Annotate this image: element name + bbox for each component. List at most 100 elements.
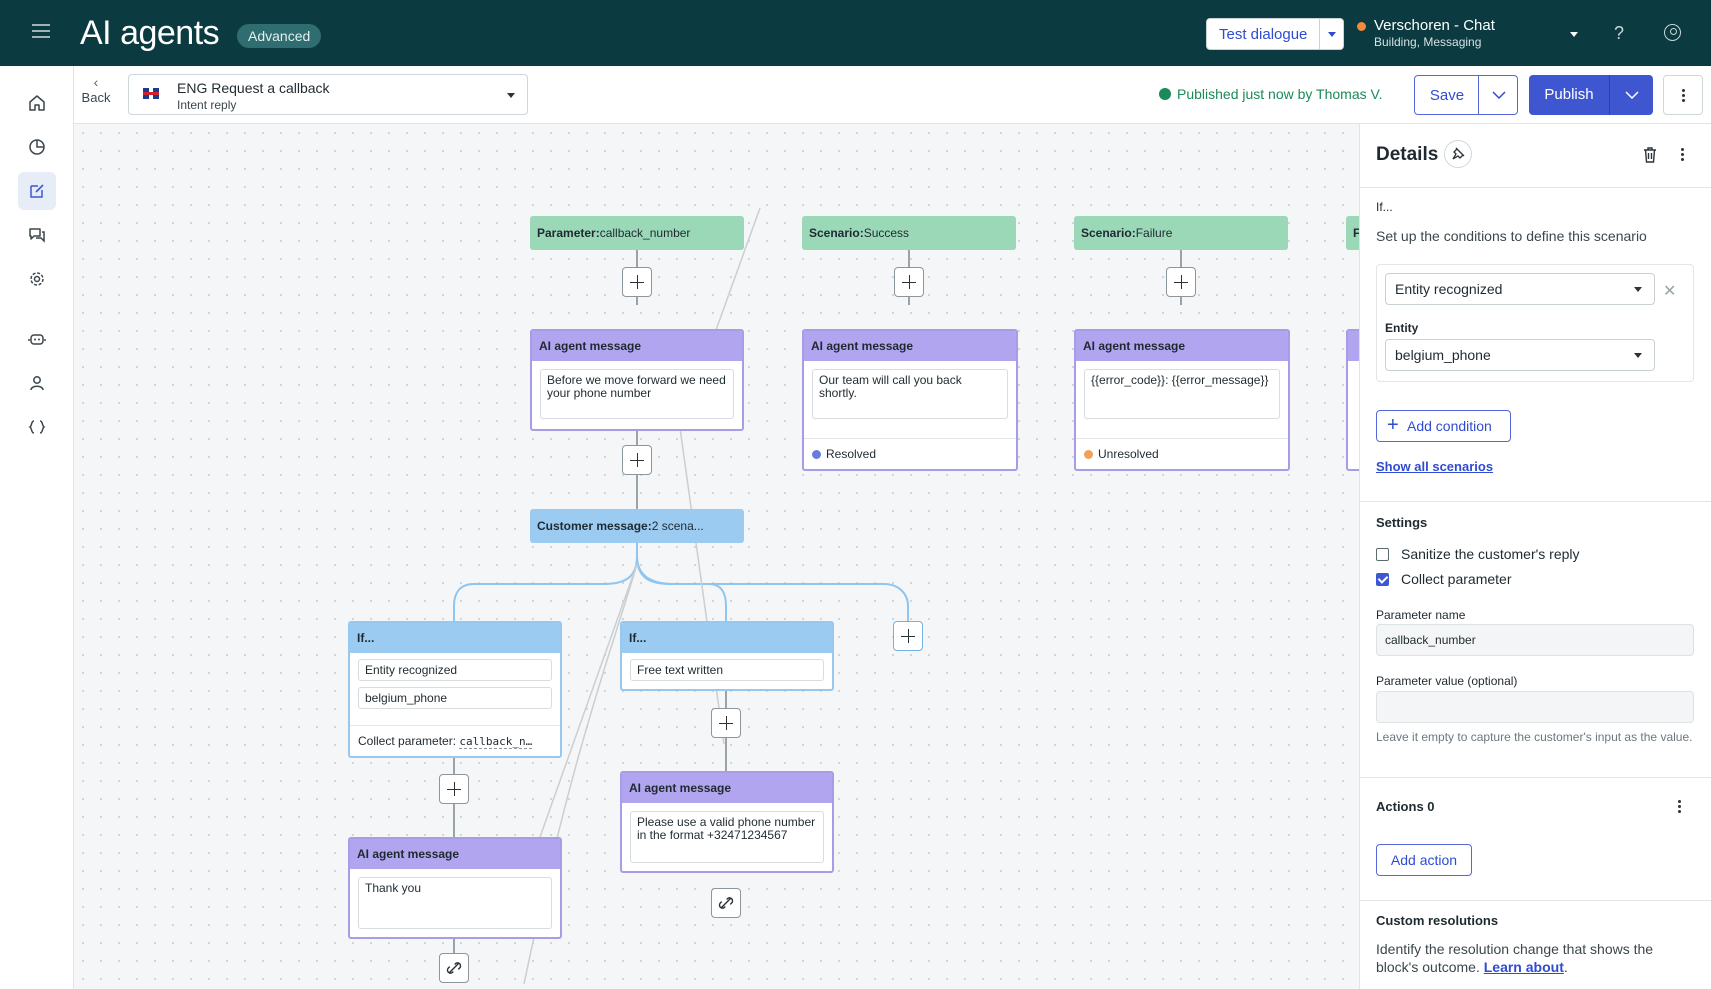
status-label: Resolved [826, 447, 877, 461]
help-icon[interactable]: ? [1614, 23, 1625, 43]
chevron-down-icon [1634, 353, 1642, 358]
add-step-button[interactable] [711, 708, 741, 738]
trash-icon[interactable] [1643, 147, 1657, 163]
message-text: Thank you [358, 877, 552, 929]
add-step-button[interactable] [439, 774, 469, 804]
sanitize-label: Sanitize the customer's reply [1401, 546, 1580, 562]
agent-message-node[interactable]: AI agent message Our team will call you … [802, 329, 1018, 471]
pin-button[interactable] [1444, 140, 1472, 168]
agent-message-node[interactable]: AI agent message {{error_code}}: {{error… [1074, 329, 1290, 471]
panel-more-icon[interactable] [1681, 153, 1684, 156]
status-label: Unresolved [1098, 447, 1159, 461]
condition-node[interactable]: If... Entity recognized belgium_phone Co… [348, 621, 562, 758]
publish-button[interactable]: Publish [1529, 75, 1653, 115]
nav-analytics[interactable] [18, 128, 56, 166]
settings-label: Settings [1376, 515, 1428, 530]
agent-message-node[interactable]: AI agent message Before we move forward … [530, 329, 744, 431]
nav-contacts[interactable] [18, 364, 56, 402]
save-dropdown[interactable] [1478, 76, 1518, 114]
node-title: AI agent message [532, 331, 742, 361]
nav-settings[interactable] [18, 260, 56, 298]
divider [1360, 777, 1711, 778]
back-button[interactable]: ‹ Back [78, 74, 114, 105]
panel-title: Details [1376, 144, 1439, 165]
condition-field: belgium_phone [358, 687, 552, 709]
scenario-partial-node[interactable]: F [1346, 216, 1359, 250]
node-title: AI agent message [804, 331, 1016, 361]
nav-home[interactable] [18, 84, 56, 122]
custom-resolutions-desc: Identify the resolution change that show… [1376, 941, 1654, 975]
jump-link-button[interactable] [711, 888, 741, 918]
actions-label: Actions 0 [1376, 799, 1435, 814]
parameter-value-label: Parameter value (optional) [1376, 674, 1518, 688]
add-step-button[interactable] [622, 267, 652, 297]
nav-edit[interactable] [18, 172, 56, 210]
test-dialogue-button[interactable]: Test dialogue [1206, 18, 1344, 50]
user-account-icon[interactable] [1664, 24, 1681, 41]
add-condition-button[interactable]: Add condition [1376, 410, 1511, 442]
message-text: {{error_code}}: {{error_message}} [1084, 369, 1280, 419]
add-step-button[interactable] [894, 267, 924, 297]
condition-type-select[interactable]: Entity recognized [1385, 273, 1655, 305]
custom-resolutions-text: Identify the resolution change that show… [1376, 941, 1654, 975]
chevron-left-icon: ‹ [93, 74, 99, 90]
actions-more-icon[interactable] [1678, 805, 1681, 808]
condition-field: Entity recognized [358, 659, 552, 681]
parameter-node[interactable]: Parameter:callback_number [530, 216, 744, 250]
agent-message-node-partial[interactable] [1346, 329, 1359, 471]
remove-condition-icon[interactable]: ✕ [1663, 283, 1677, 300]
agent-message-node[interactable]: AI agent message Thank you [348, 837, 562, 939]
parameter-name-input[interactable]: callback_number [1376, 624, 1694, 656]
resolution-status: Unresolved [1076, 438, 1288, 469]
scenario-failure-node[interactable]: Scenario:Failure [1074, 216, 1288, 250]
nav-code[interactable] [18, 408, 56, 446]
robot-icon [28, 334, 46, 345]
flow-canvas[interactable]: Parameter:callback_number Scenario:Succe… [74, 124, 1359, 989]
scenario-success-node[interactable]: Scenario:Success [802, 216, 1016, 250]
parameter-value-input[interactable] [1376, 691, 1694, 723]
customer-message-node[interactable]: Customer message:2 scena... [530, 509, 744, 543]
collect-label: Collect parameter [1401, 571, 1512, 587]
node-type-label: Customer message: [537, 519, 652, 533]
workspace-name[interactable]: Verschoren - Chat [1374, 17, 1495, 34]
node-title: AI agent message [1076, 331, 1288, 361]
broken-link-icon [718, 897, 734, 909]
node-type-label: Scenario: [809, 226, 864, 240]
learn-about-link[interactable]: Learn about [1483, 959, 1564, 975]
parameter-value-hint: Leave it empty to capture the customer's… [1376, 730, 1693, 744]
if-section-label: If... [1376, 200, 1393, 214]
add-scenario-button[interactable] [893, 621, 923, 651]
condition-node[interactable]: If... Free text written [620, 621, 834, 691]
nav-bot[interactable] [18, 320, 56, 358]
add-step-button[interactable] [622, 445, 652, 475]
workspace-chevron-down-icon[interactable] [1570, 32, 1578, 37]
collect-checkbox[interactable] [1376, 573, 1389, 586]
top-header: AI agents Advanced Test dialogue Verscho… [0, 0, 1711, 66]
intent-selector[interactable]: ENG Request a callback Intent reply [128, 74, 528, 115]
collect-checkbox-row[interactable]: Collect parameter [1376, 571, 1512, 587]
save-button[interactable]: Save [1414, 75, 1518, 115]
entity-select[interactable]: belgium_phone [1385, 339, 1655, 371]
publish-label: Publish [1544, 86, 1594, 103]
more-options-button[interactable] [1663, 75, 1703, 115]
add-action-button[interactable]: Add action [1376, 844, 1472, 876]
nav-conversations[interactable] [18, 216, 56, 254]
back-label: Back [81, 90, 111, 105]
node-type-label: Scenario: [1081, 226, 1136, 240]
resolution-status: Resolved [804, 438, 1016, 469]
code-braces-icon [28, 420, 46, 434]
pin-icon [1452, 147, 1465, 160]
node-value-label: 2 scena... [651, 519, 704, 533]
add-step-button[interactable] [1166, 267, 1196, 297]
node-type-label: Parameter: [537, 226, 600, 240]
sanitize-checkbox-row[interactable]: Sanitize the customer's reply [1376, 546, 1580, 562]
menu-icon[interactable] [32, 24, 50, 38]
page-title: AI agents [80, 14, 220, 52]
publish-dropdown[interactable] [1609, 75, 1653, 115]
sanitize-checkbox[interactable] [1376, 548, 1389, 561]
agent-message-node[interactable]: AI agent message Please use a valid phon… [620, 771, 834, 873]
test-dialogue-dropdown[interactable] [1319, 19, 1343, 49]
show-all-scenarios-link[interactable]: Show all scenarios [1376, 459, 1494, 474]
jump-link-button[interactable] [439, 953, 469, 983]
